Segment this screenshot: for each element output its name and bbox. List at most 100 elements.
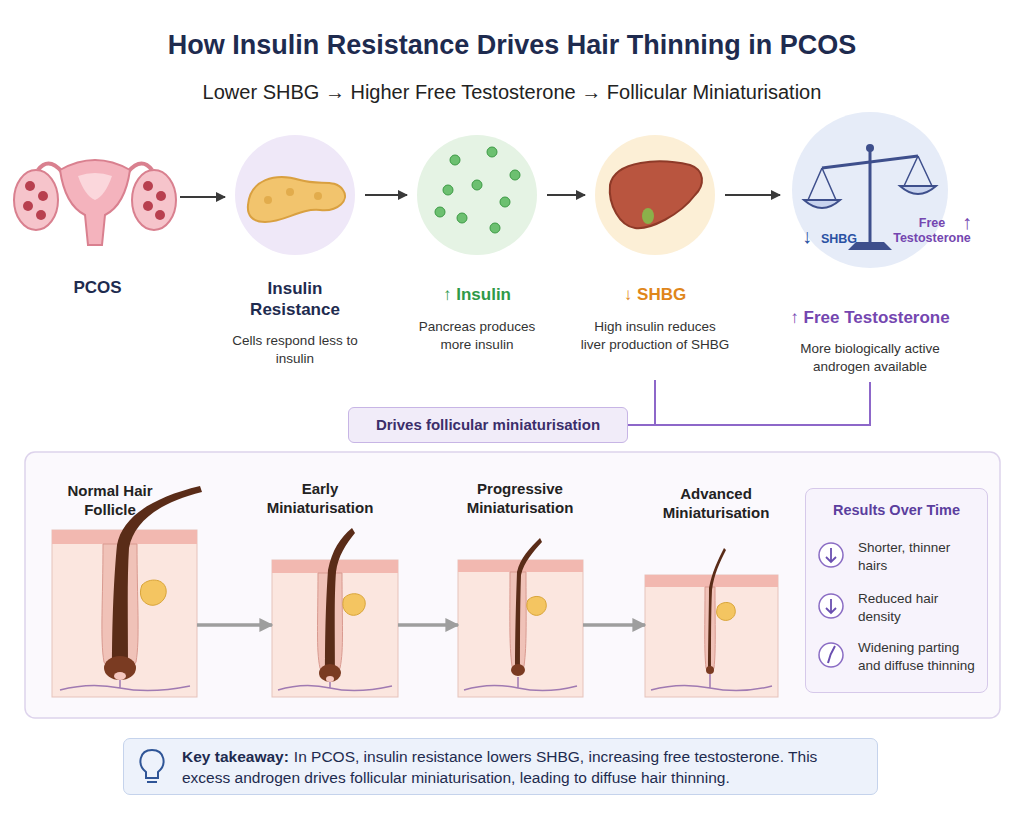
follicle-stage: Advanced Miniaturisation — [645, 575, 778, 697]
blood-vessel — [278, 682, 392, 691]
node-text: More biologically active androgen availa… — [780, 340, 960, 375]
ovarian-cyst — [36, 210, 46, 220]
follicle-advanced — [645, 548, 778, 697]
blood-vessel — [464, 677, 577, 691]
ovarian-cyst — [38, 191, 48, 201]
insulin-molecule — [487, 147, 497, 157]
insulin-molecule — [443, 185, 453, 195]
scale-label: Free Testosterone — [890, 216, 974, 246]
uterus-cavity — [78, 173, 112, 200]
follicle-stage: Progressive Miniaturisation — [458, 560, 583, 697]
pancreas — [248, 177, 345, 222]
ovarian-cyst — [25, 181, 35, 191]
flow-arrow — [365, 194, 407, 196]
flow-arrow — [197, 623, 272, 627]
node-heading: Drives follicular miniaturisation — [349, 408, 627, 442]
hair-shaft — [708, 548, 726, 672]
insulin-dots — [435, 147, 520, 233]
hair-shaft — [515, 538, 542, 672]
flow-arrow — [583, 623, 645, 627]
node-heading: ↑ Free Testosterone — [770, 307, 970, 328]
bracket-connector — [628, 380, 655, 425]
ovary — [14, 170, 58, 230]
pancreas-lobule — [314, 192, 322, 200]
pcos-illustration — [14, 160, 176, 245]
node-heading: Key takeaway: — [182, 748, 289, 765]
follicle-stage: Early Miniaturisation — [272, 560, 398, 697]
insulin-molecule — [510, 170, 520, 180]
sebaceous-gland — [717, 602, 736, 620]
scale-arrow: ↑ — [956, 210, 978, 234]
node-text: Cells respond less to insulin — [225, 332, 365, 367]
ovary — [132, 170, 176, 230]
hair-bulb — [706, 666, 714, 674]
insulin-molecule — [450, 155, 460, 165]
flow-arrow — [725, 194, 780, 196]
subtitle: Lower SHBG → Higher Free Testosterone → … — [0, 80, 1024, 104]
takeaway-box: Key takeaway:In PCOS, insulin resistance… — [123, 738, 878, 795]
hair-shaft — [325, 528, 355, 675]
blood-vessel — [60, 680, 190, 691]
start-illustration: PCOS — [15, 145, 180, 305]
node-heading: ↓ SHBG — [585, 284, 725, 305]
pancreas-icon — [248, 177, 345, 222]
ovarian-cyst — [143, 181, 153, 191]
insulin-molecule — [490, 223, 500, 233]
ovarian-cyst — [155, 210, 165, 220]
follicle-panel — [25, 452, 1000, 718]
sebaceous-gland — [527, 596, 546, 615]
scale-label: SHBG — [814, 232, 864, 247]
scale-pan — [804, 200, 840, 208]
scale-beam — [822, 156, 918, 168]
insulin-molecule — [472, 180, 482, 190]
node-heading: Results Over Time — [806, 501, 987, 519]
hair-bulb — [511, 664, 525, 676]
node-heading: Advanced Miniaturisation — [646, 485, 786, 523]
node-text: Widening parting and diffuse thinning — [858, 639, 983, 674]
stage-circle — [417, 135, 537, 255]
node-text: Reduced hair density — [858, 590, 980, 625]
node-heading: Early Miniaturisation — [250, 480, 390, 518]
dermal-papilla — [326, 676, 334, 682]
blood-vessel — [651, 674, 772, 691]
diagram-title: How Insulin Resistance Drives Hair Thinn… — [0, 30, 1024, 61]
pancreas-lobule — [264, 196, 272, 204]
ovarian-cyst — [143, 201, 153, 211]
text-wrap: Key takeaway:In PCOS, insulin resistance… — [182, 746, 862, 788]
pancreas-lobule — [286, 188, 294, 196]
scale-pan — [900, 186, 936, 194]
process-circle: ↑ InsulinPancreas produces more insulin — [407, 135, 547, 355]
follicle-early — [272, 528, 398, 697]
node-heading: ↑ Insulin — [407, 284, 547, 305]
sebaceous-gland — [343, 594, 365, 616]
node-heading: Progressive Miniaturisation — [450, 480, 590, 518]
node-heading: PCOS — [15, 277, 180, 298]
node-heading: Normal Hair Follicle — [45, 482, 175, 520]
node-text: High insulin reduces liver production of… — [580, 318, 730, 353]
follicle-progressive — [458, 538, 583, 697]
sebaceous-gland — [140, 580, 166, 605]
insulin-molecule — [435, 207, 445, 217]
bracket-connector — [628, 382, 870, 425]
scale-knob — [866, 144, 874, 152]
stage-circle — [235, 135, 355, 255]
process-circle: ↓ SHBGHigh insulin reduces liver product… — [585, 135, 725, 380]
scale-arrow: ↓ — [796, 224, 818, 248]
liver-icon — [610, 162, 702, 229]
gallbladder — [642, 208, 654, 224]
hair-bulb — [319, 664, 341, 682]
follicle-stage: Normal Hair Follicle — [52, 530, 197, 697]
ovarian-cyst — [23, 201, 33, 211]
insulin-molecule — [457, 213, 467, 223]
flow-arrow — [180, 196, 225, 198]
stage-circle — [595, 135, 715, 255]
effect-box: Drives follicular miniaturisation — [348, 407, 628, 443]
scale-post — [869, 150, 872, 244]
node-text: Shorter, thinner hairs — [858, 539, 980, 574]
uterus — [60, 160, 130, 245]
flow-arrow — [398, 623, 458, 627]
flow-arrow — [547, 194, 585, 196]
insulin-molecule — [500, 197, 510, 207]
ovarian-cyst — [156, 191, 166, 201]
